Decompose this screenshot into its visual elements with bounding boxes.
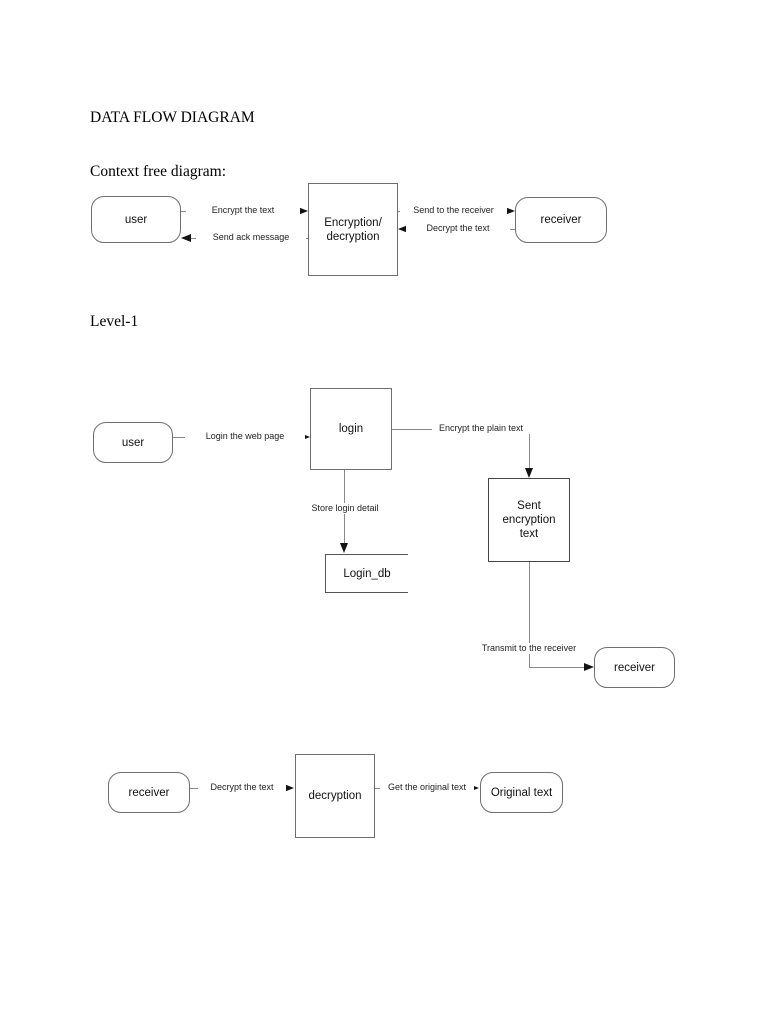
process-login: login [310, 388, 392, 470]
section-heading-level1: Level-1 [90, 313, 139, 330]
edge-get-original-label: Get the original text [380, 782, 474, 793]
process-decryption: decryption [295, 754, 375, 838]
entity-receiver: receiver [108, 772, 190, 813]
edge-encrypt-plain-vline [529, 429, 530, 468]
edge-encrypt-plain-label: Encrypt the plain text [432, 423, 530, 434]
edge-store-login-label: Store login detail [307, 503, 383, 514]
arrowhead-right-icon [284, 784, 294, 792]
edge-transmit-hline [529, 667, 584, 668]
arrowhead-down-icon [525, 468, 533, 478]
process-encryption-decryption: Encryption/ decryption [308, 183, 398, 276]
edge-transmit-label: Transmit to the receiver [478, 643, 580, 654]
edge-send-label: Send to the receiver [400, 205, 507, 216]
edge-login-web-label: Login the web page [185, 431, 305, 442]
datastore-login-db: Login_db [325, 554, 408, 593]
entity-receiver: receiver [594, 647, 675, 688]
arrowhead-left-icon [181, 234, 191, 242]
arrowhead-right-icon [298, 207, 308, 215]
edge-transmit-vline [529, 562, 530, 667]
arrowhead-right-icon [505, 207, 515, 215]
section-heading-context: Context free diagram: [90, 163, 227, 180]
arrowhead-right-icon [300, 433, 310, 441]
entity-original-text: Original text [480, 772, 563, 813]
arrowhead-left-icon [398, 225, 408, 233]
arrowhead-down-icon [340, 543, 348, 553]
arrowhead-right-icon [584, 663, 594, 671]
entity-user: user [93, 422, 173, 463]
edge-encrypt-label: Encrypt the text [186, 205, 300, 216]
arrowhead-right-icon [469, 784, 479, 792]
edge-ack-label: Send ack message [196, 232, 306, 243]
entity-user: user [91, 196, 181, 243]
process-sent-encryption-text: Sent encryption text [488, 478, 570, 562]
edge-decrypt-label: Decrypt the text [198, 782, 286, 793]
edge-decrypt-label: Decrypt the text [406, 223, 510, 234]
page-title: DATA FLOW DIAGRAM [90, 109, 255, 126]
entity-receiver: receiver [515, 197, 607, 243]
